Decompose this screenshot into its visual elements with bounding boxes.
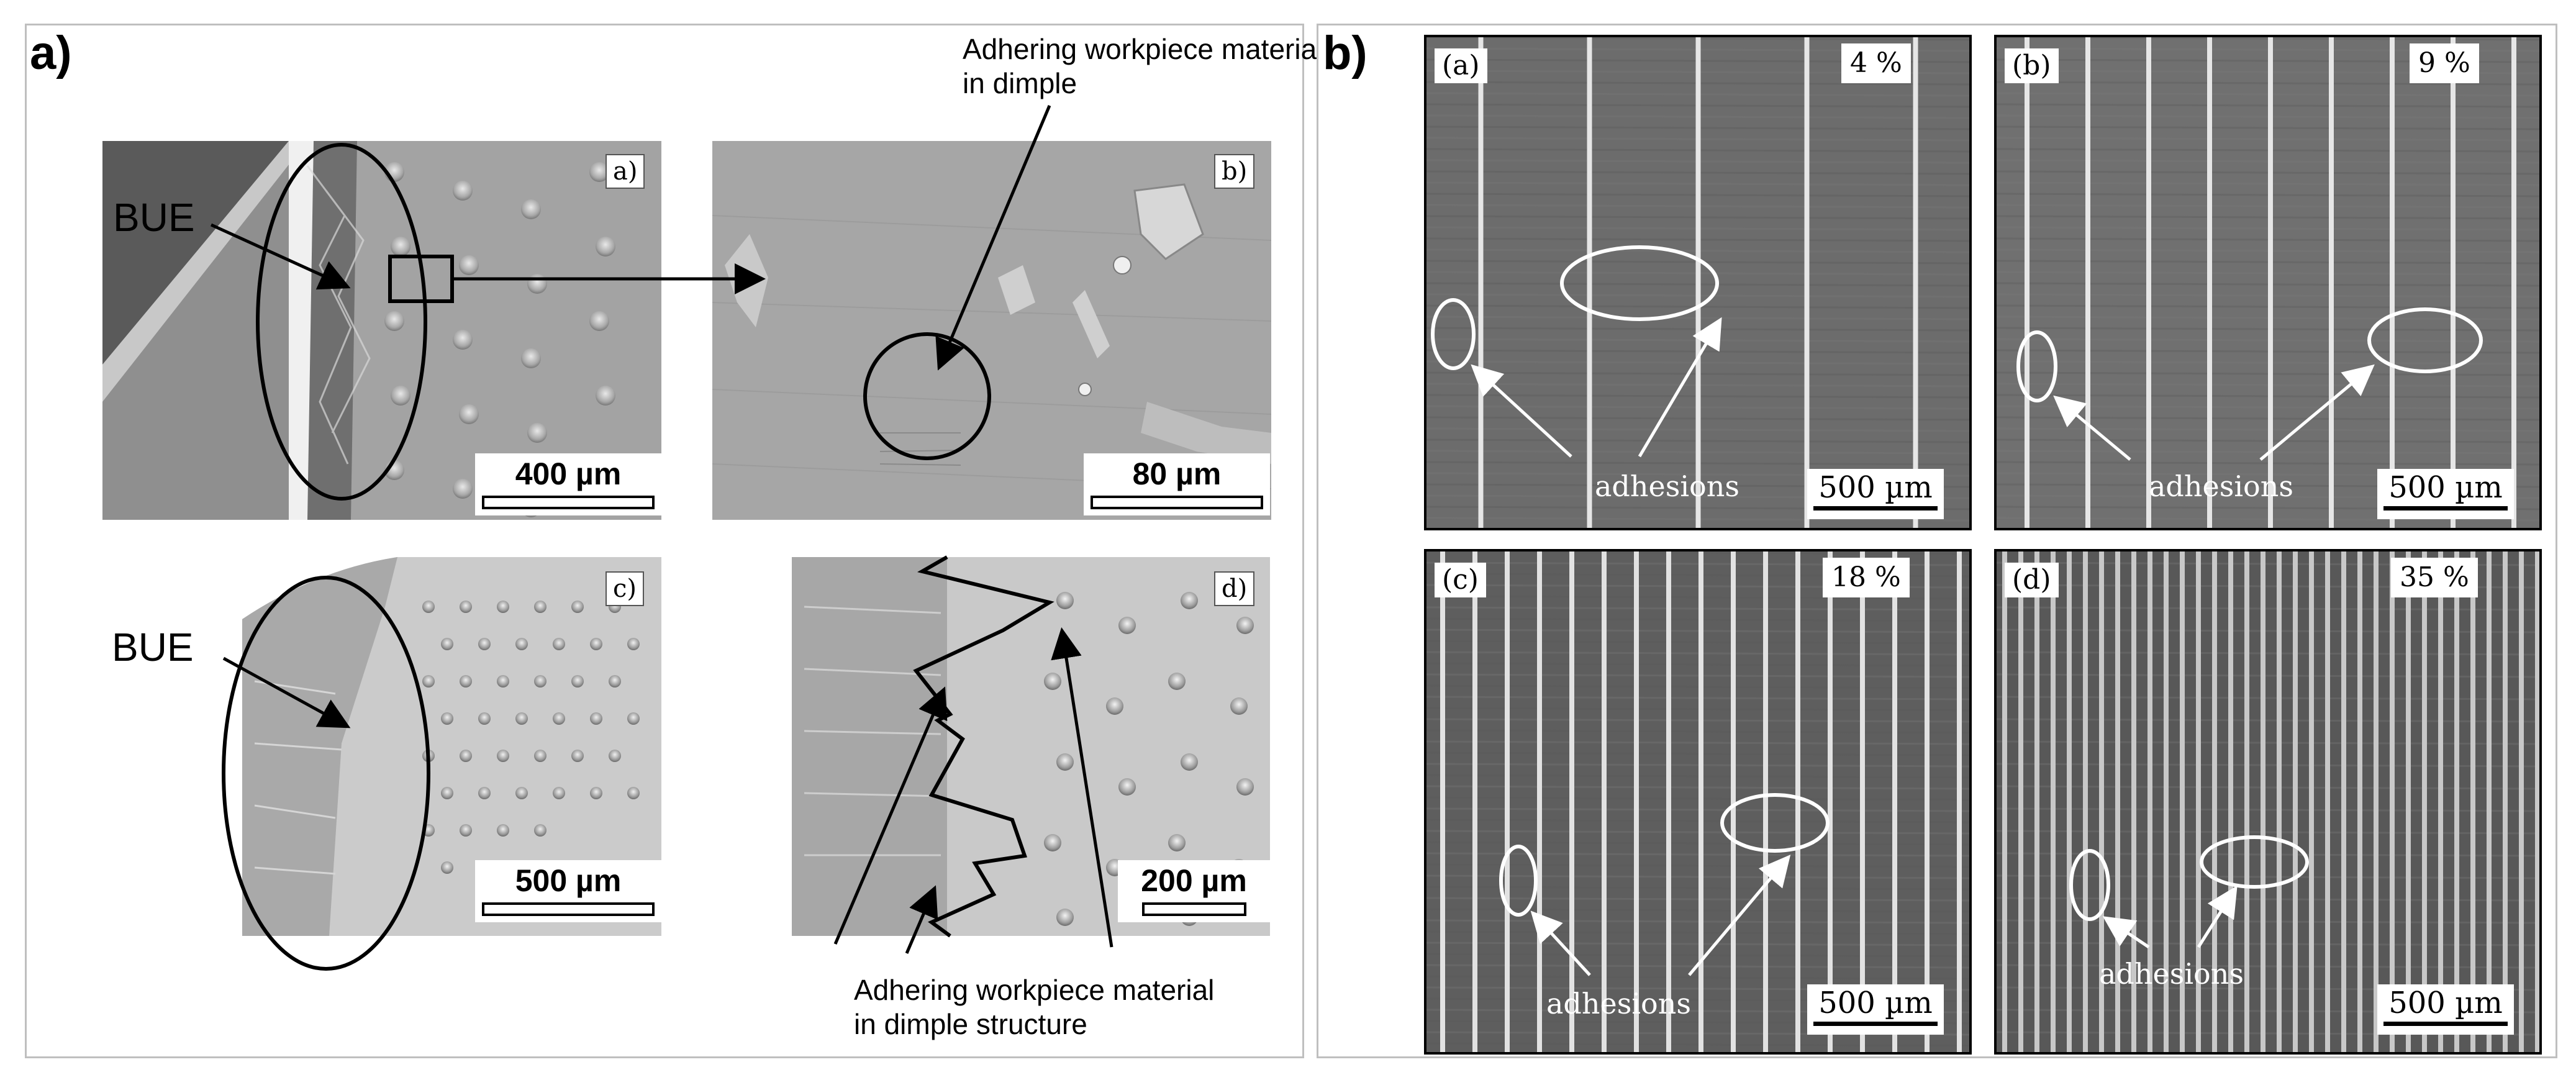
scale-text-b-a: 500 µm bbox=[1818, 470, 1933, 505]
scale-label-a-d: 200 µm bbox=[1118, 860, 1270, 922]
scale-bar-a-b bbox=[1091, 496, 1263, 509]
scale-label-b-b: 500 µm bbox=[2377, 469, 2514, 519]
scale-label-b-c: 500 µm bbox=[1807, 984, 1944, 1035]
micrograph-b-c bbox=[1424, 549, 1972, 1055]
subfigure-tag-b-d: (d) bbox=[2005, 563, 2059, 597]
stripes-b-c bbox=[1426, 551, 1969, 1052]
adhesions-label-b-b: adhesions bbox=[2149, 470, 2293, 503]
subfigure-tag-a-d: d) bbox=[1214, 571, 1255, 606]
adhesions-label-b-a: adhesions bbox=[1595, 470, 1739, 503]
scale-text-a-a: 400 µm bbox=[515, 456, 622, 491]
panel-b-letter: b) bbox=[1323, 27, 1367, 79]
scale-text-b-c: 500 µm bbox=[1818, 986, 1933, 1020]
scale-text-b-d: 500 µm bbox=[2388, 986, 2503, 1020]
subfigure-tag-a-c: c) bbox=[605, 571, 645, 606]
annotation-top: Adhering workpiece material in dimple bbox=[963, 32, 1323, 101]
subfigure-tag-a-a: a) bbox=[605, 154, 645, 189]
subfigure-tag-b-c: (c) bbox=[1435, 563, 1486, 597]
scale-label-a-a: 400 µm bbox=[475, 453, 661, 515]
scale-text-a-b: 80 µm bbox=[1132, 456, 1222, 491]
adhesions-label-b-d: adhesions bbox=[2099, 957, 2244, 991]
annotation-bottom: Adhering workpiece material in dimple st… bbox=[854, 973, 1214, 1041]
bue-label-top: BUE bbox=[113, 195, 195, 240]
stripes-b-a bbox=[1426, 37, 1969, 528]
scale-text-a-d: 200 µm bbox=[1141, 863, 1247, 898]
scale-bar-b-c bbox=[1813, 1022, 1938, 1026]
stripes-b-b bbox=[1997, 37, 2539, 528]
micrograph-b-d bbox=[1994, 549, 2542, 1055]
bue-label-bottom: BUE bbox=[112, 625, 194, 669]
scale-label-b-d: 500 µm bbox=[2377, 984, 2514, 1035]
subfigure-tag-a-b: b) bbox=[1214, 154, 1255, 189]
percent-b-a: 4 % bbox=[1841, 43, 1911, 83]
scale-label-b-a: 500 µm bbox=[1807, 469, 1944, 519]
stripes-b-d bbox=[1997, 551, 2539, 1052]
scale-label-a-c: 500 µm bbox=[475, 860, 661, 922]
annotation-top-line1: Adhering workpiece material bbox=[963, 33, 1323, 65]
percent-b-b: 9 % bbox=[2410, 43, 2479, 83]
adhesions-label-b-c: adhesions bbox=[1546, 987, 1691, 1020]
annotation-bottom-line2: in dimple structure bbox=[854, 1008, 1087, 1041]
panel-a-letter: a) bbox=[30, 27, 72, 79]
subfigure-tag-b-a: (a) bbox=[1435, 48, 1487, 83]
scale-text-a-c: 500 µm bbox=[515, 863, 622, 898]
percent-b-d: 35 % bbox=[2391, 558, 2478, 597]
scale-label-a-b: 80 µm bbox=[1084, 453, 1270, 515]
percent-b-c: 18 % bbox=[1823, 558, 1910, 597]
scale-bar-a-a bbox=[482, 496, 655, 509]
annotation-top-line2: in dimple bbox=[963, 67, 1077, 100]
scale-bar-b-a bbox=[1813, 506, 1938, 511]
scale-bar-a-d bbox=[1141, 902, 1246, 916]
micrograph-b-a bbox=[1424, 35, 1972, 530]
scale-bar-a-c bbox=[482, 902, 655, 916]
subfigure-tag-b-b: (b) bbox=[2005, 48, 2059, 83]
scale-bar-b-b bbox=[2383, 506, 2508, 511]
micrograph-b-b bbox=[1994, 35, 2542, 530]
scale-text-b-b: 500 µm bbox=[2388, 470, 2503, 505]
annotation-bottom-line1: Adhering workpiece material bbox=[854, 974, 1215, 1006]
scale-bar-b-d bbox=[2383, 1022, 2508, 1026]
